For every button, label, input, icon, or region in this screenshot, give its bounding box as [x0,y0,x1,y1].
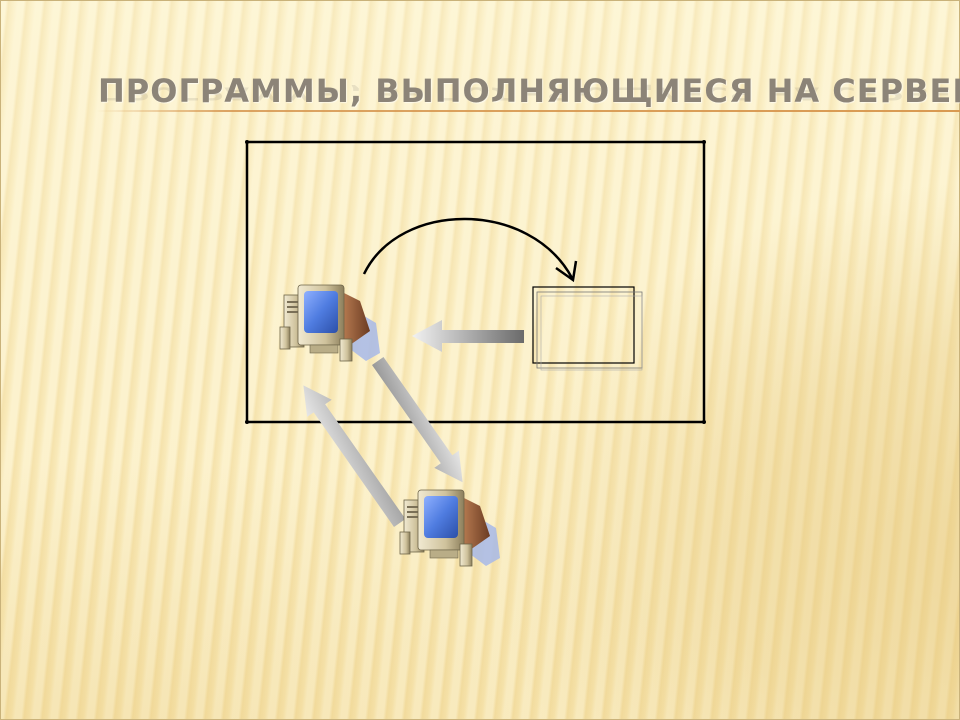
server-computer-icon [279,284,381,362]
server-boundary [245,140,706,424]
slide-title: ПРОГРАММЫ, ВЫПОЛНЯЮЩИЕСЯ НА СЕРВЕРЕ [98,72,960,110]
curved-arrow [362,217,574,279]
down-arrow [372,356,463,483]
client-computer-icon [399,489,501,567]
title-underline [96,110,960,112]
up-arrow [303,385,406,527]
left-arrow [412,320,524,352]
program-window-icon [532,286,643,371]
